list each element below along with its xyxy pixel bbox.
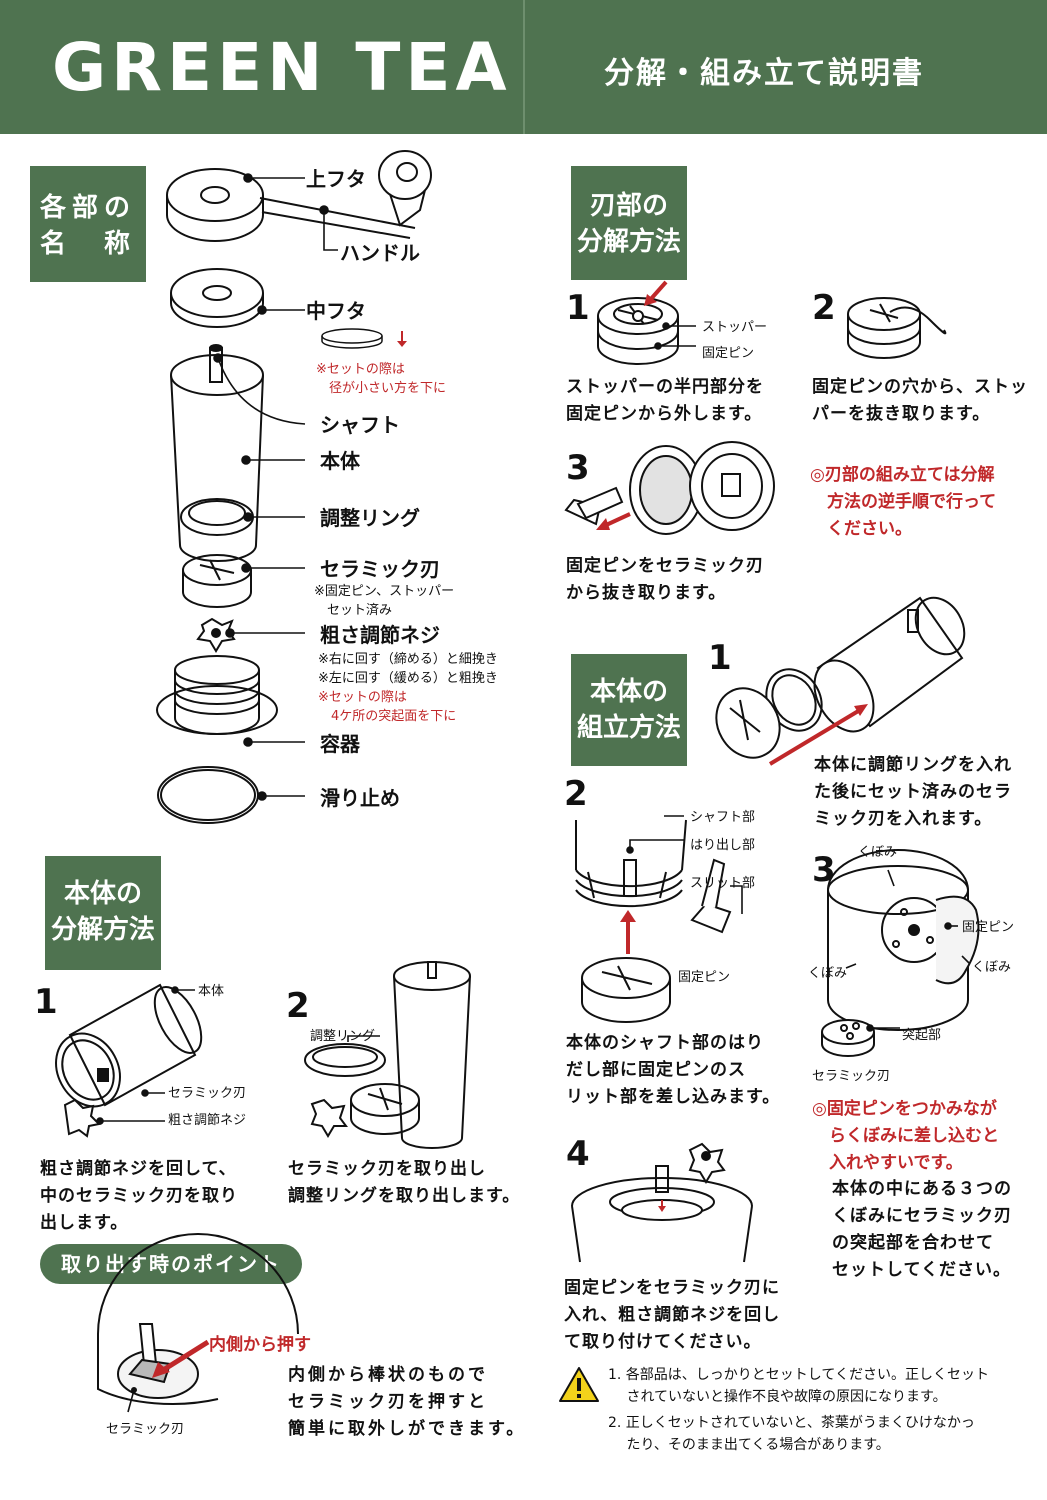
body-disassembly-heading: 本体の 分解方法 (45, 856, 161, 970)
note-inner-lid: ※セットの際は 径が小さい方を下に (316, 362, 447, 396)
dis-step1-illustration (55, 983, 203, 1138)
blade-step1-text: ストッパーの半円部分を 固定ピンから外します。 (566, 377, 764, 424)
blade-step-1-number: 1 (566, 288, 590, 328)
blade-reassembly-note: ◎刃部の組み立ては分解 方法の逆手順で行って ください。 (810, 465, 997, 539)
point-blade-label: セラミック刃 (106, 1422, 185, 1437)
point-title-pill: 取り出す時のポイント (40, 1244, 302, 1284)
note-screw-set: ※セットの際は 4ケ所の突起面を下に (318, 690, 457, 724)
dis-step-2-number: 2 (286, 986, 310, 1026)
dis-step-1-number: 1 (34, 982, 58, 1022)
dis-label-screw: 粗さ調節ネジ (168, 1113, 247, 1128)
asm-step-1-number: 1 (708, 638, 732, 678)
blade-step2-text: 固定ピンの穴から、ストッ パーを抜き取ります。 (812, 377, 1028, 424)
label-lid: 上フタ (306, 167, 366, 191)
label-blade: セラミック刃 (320, 557, 440, 581)
label-ring: 調整リング (320, 506, 420, 530)
blade-step3-text: 固定ピンをセラミック刃 から抜き取ります。 (566, 556, 764, 603)
note-blade: ※固定ピン、ストッパー セット済み (314, 584, 455, 618)
parts-leader-lines (213, 173, 407, 801)
blade-disassembly-heading: 刃部の 分解方法 (571, 166, 687, 280)
asm-label-pin: 固定ピン (678, 970, 731, 985)
asm-label-recess-top: くぼみ (858, 845, 898, 860)
warning-1: 1. 各部品は、しっかりとセットしてください。正しくセット されていないと操作不… (608, 1367, 989, 1405)
blade-step-3-number: 3 (566, 448, 590, 488)
asm-label-recess-right: くぼみ (972, 960, 1012, 975)
label-container: 容器 (320, 732, 360, 756)
asm-step2-illustration (575, 815, 743, 1023)
body-assembly-heading: 本体の 組立方法 (571, 654, 687, 766)
brand-title: GREEN TEA (52, 29, 512, 106)
asm-label-pin-3: 固定ピン (962, 920, 1015, 935)
label-screw: 粗さ調節ネジ (320, 623, 440, 647)
parts-exploded-illustration (156, 150, 432, 824)
asm-step2-text: 本体のシャフト部のはり だし部に固定ピンのス リット部を差し込みます。 (566, 1033, 781, 1107)
label-shaft: シャフト (320, 413, 400, 437)
dis-step2-illustration (304, 961, 471, 1149)
point-text: 内側から棒状のもので セラミック刃を押すと 簡単に取外しができます。 (288, 1365, 527, 1439)
manual-title: 分解・組み立て説明書 (604, 56, 924, 91)
asm-step-2-number: 2 (564, 774, 588, 814)
blade-label-pin: 固定ピン (702, 346, 755, 361)
parts-heading: 各部の 名 称 (30, 166, 146, 282)
warning-triangle-icon (559, 1367, 599, 1402)
asm-step1-text: 本体に調節リングを入れ た後にセット済みのセラ ミック刃を入れます。 (814, 755, 1012, 829)
dis-label-body: 本体 (198, 984, 225, 999)
blade-label-stopper: ストッパー (702, 320, 768, 335)
asm-step4-text: 固定ピンをセラミック刃に 入れ、粗さ調節ネジを回し て取り付けてください。 (564, 1278, 781, 1352)
warning-2: 2. 正しくセットされていないと、茶葉がうまくひけなかっ たり、そのまま出てくる… (608, 1415, 975, 1453)
asm-label-blade-3: セラミック刃 (812, 1069, 891, 1084)
push-from-inside-label: 内側から押す (209, 1335, 311, 1355)
asm-step4-illustration (571, 1142, 753, 1263)
dis-label-blade: セラミック刃 (168, 1086, 247, 1101)
blade-step-2-number: 2 (812, 288, 836, 328)
asm-step3-note: ◎固定ピンをつかみなが らくぼみに差し込むと 入れやすいです。 (812, 1099, 999, 1173)
label-body: 本体 (320, 449, 360, 473)
dis-step1-text: 粗さ調節ネジを回して、 中のセラミック刃を取り 出します。 (40, 1159, 238, 1233)
asm-label-shaft: シャフト部 (690, 810, 756, 825)
asm-step-4-number: 4 (566, 1134, 590, 1174)
note-screw-direction: ※右に回す（締める）と細挽き ※左に回す（緩める）と粗挽き (318, 652, 498, 686)
dis-step2-text: セラミック刃を取り出し 調整リングを取り出します。 (288, 1159, 521, 1206)
label-handle: ハンドル (340, 241, 420, 265)
asm-label-bump: 突起部 (902, 1028, 942, 1043)
dis-label-ring: 調整リング (310, 1029, 376, 1044)
asm-label-protrusion: はり出し部 (690, 838, 756, 853)
asm-step3-text: 本体の中にある３つの くぼみにセラミック刃 の突起部を合わせて セットしてくださ… (832, 1179, 1012, 1280)
blade-step2-illustration (847, 297, 947, 359)
asm-label-slit: スリット部 (690, 876, 756, 891)
asm-step3-illustration (821, 849, 980, 1057)
header-divider (523, 0, 525, 134)
blade-step1-illustration (597, 280, 696, 365)
asm-label-recess-left: くぼみ (808, 966, 848, 981)
blade-step3-illustration (564, 441, 775, 535)
label-nonslip: 滑り止め (320, 786, 400, 810)
point-illustration (97, 1233, 299, 1413)
label-inner-lid: 中フタ (306, 299, 366, 323)
asm-step1-illustration (715, 596, 966, 766)
